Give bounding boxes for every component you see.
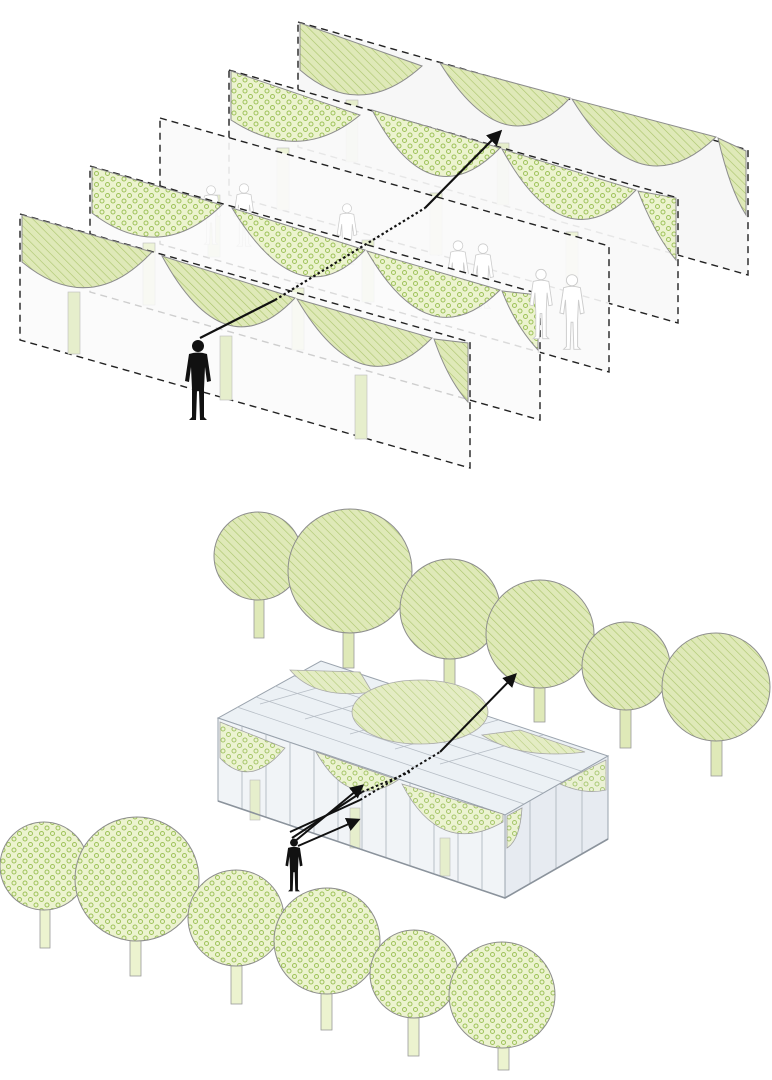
- canopy-panel-1: [19, 213, 471, 469]
- sightline-arrow-top: [199, 129, 503, 339]
- front-tree-5: [369, 929, 459, 1057]
- back-tree-6: [661, 632, 771, 777]
- back-tree-2: [287, 508, 413, 669]
- front-tree-2: [74, 816, 200, 977]
- back-tree-3: [399, 558, 501, 697]
- front-tree-row: [0, 816, 556, 1071]
- greenhouse: [216, 660, 610, 899]
- back-tree-5: [581, 621, 671, 749]
- sightline-arrows-bottom: [289, 672, 517, 847]
- front-tree-4: [273, 887, 381, 1031]
- viewer-figure-bottom: [285, 838, 303, 892]
- back-tree-row: [213, 508, 771, 777]
- back-tree-4: [485, 579, 595, 723]
- front-tree-6: [448, 941, 556, 1071]
- greenhouse-view: [0, 508, 771, 1071]
- layered-panels-view: [19, 21, 749, 469]
- front-tree-3: [187, 869, 285, 1005]
